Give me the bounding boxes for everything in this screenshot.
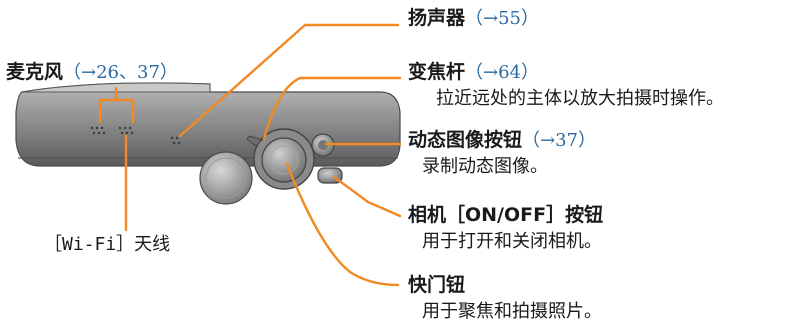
microphone-holes (90, 126, 134, 135)
speaker-name: 扬声器 (408, 7, 466, 29)
zoom-leader (262, 76, 402, 141)
motion-button-label: 动态图像按钮（→37） (408, 131, 596, 150)
shutter-button (261, 137, 307, 183)
shutter-desc: 用于聚焦和拍摄照片。 (422, 301, 602, 322)
speaker-ref: （→55） (465, 8, 540, 29)
shutter-label: 快门钮 (408, 274, 466, 296)
power-leader (332, 175, 402, 218)
leader-lines (98, 23, 402, 287)
zoom-lever-desc: 拉近远处的主体以放大拍摄时操作。 (436, 88, 724, 109)
microphone-name: 麦克风 (6, 61, 64, 83)
speaker-holes (170, 136, 181, 145)
motion-button-name: 动态图像按钮 (408, 129, 523, 151)
mode-dial (199, 151, 253, 205)
shutter-leader (285, 162, 400, 287)
microphone-label: 麦克风（→26、37） (6, 63, 178, 82)
speaker-label: 扬声器（→55） (408, 9, 539, 28)
zoom-lever-label: 变焦杆（→64） (408, 63, 539, 82)
speaker-leader (178, 23, 400, 138)
microphone-ref: （→26、37） (63, 62, 178, 83)
power-button-desc: 用于打开和关闭相机。 (422, 231, 602, 252)
zoom-lever-ref: （→64） (465, 62, 540, 83)
wifi-antenna-label: ［Wi-Fi］天线 (44, 234, 171, 255)
zoom-lever-name: 变焦杆 (408, 61, 466, 83)
mic-leader (98, 86, 135, 124)
motion-button-desc: 录制动态图像。 (422, 156, 548, 177)
motion-picture-button (311, 133, 335, 157)
power-button-label: 相机［ON/OFF］按钮 (408, 204, 604, 226)
motion-button-ref: （→37） (522, 130, 597, 151)
camera-body (15, 82, 401, 167)
